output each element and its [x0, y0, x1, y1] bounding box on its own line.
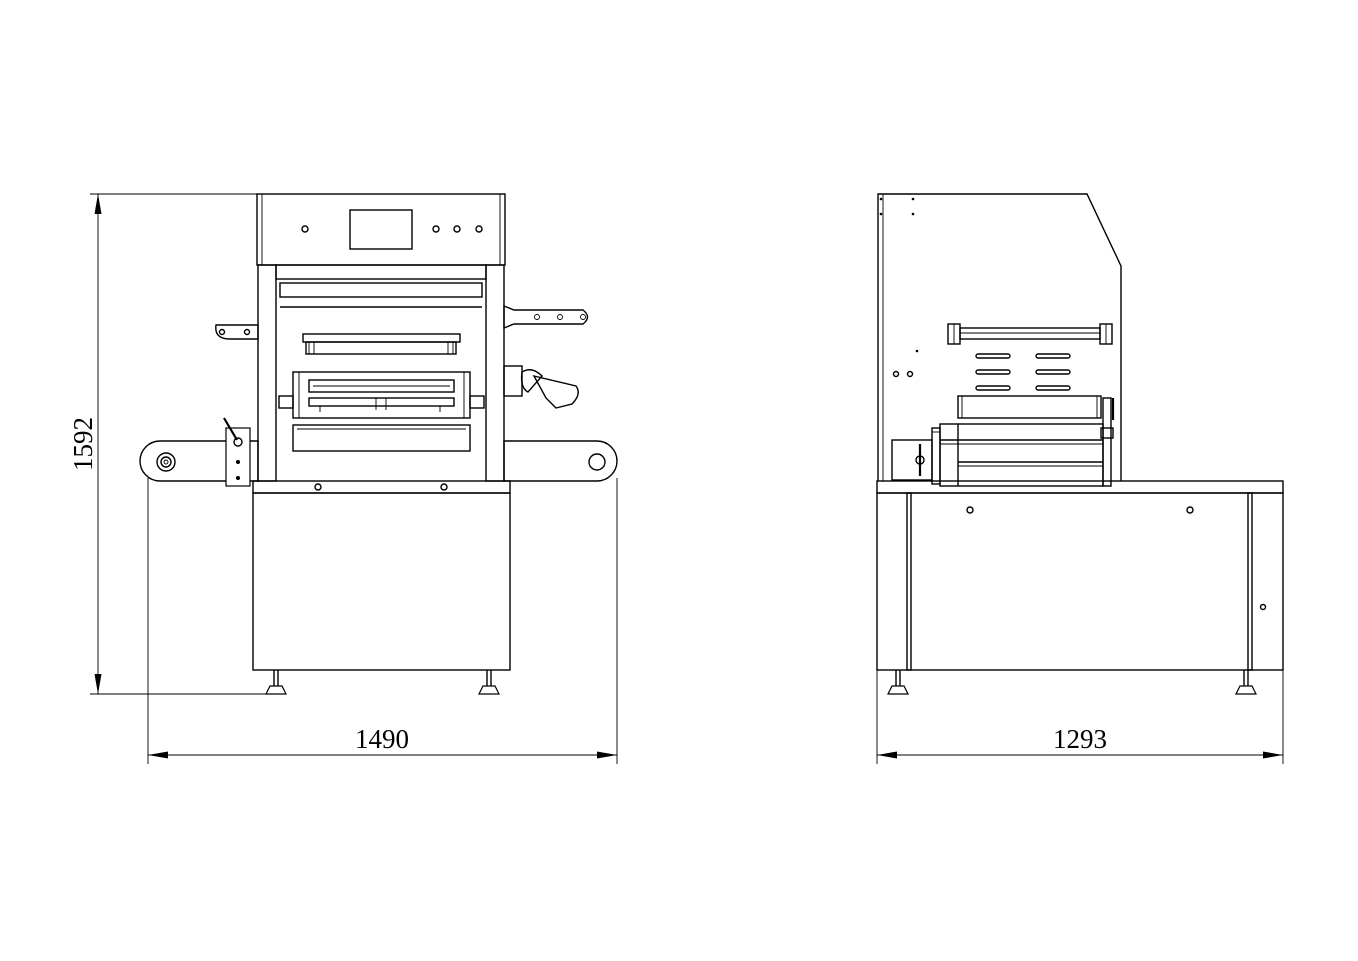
- side-view: 1293: [876, 193, 1284, 764]
- front-right-bracket: [503, 304, 589, 330]
- front-left-bracket: [215, 324, 259, 340]
- front-film-arm: [139, 440, 618, 482]
- front-base-cabinet: [252, 492, 511, 671]
- side-sealing-mechanism: [891, 395, 1115, 487]
- side-width-dimension-label: 1293: [1053, 724, 1107, 754]
- side-housing-screws: [879, 197, 919, 378]
- front-crank-handle: [223, 417, 251, 487]
- front-touch-screen: [349, 209, 413, 250]
- front-width-dimension-label: 1490: [355, 724, 409, 754]
- side-upper-housing: [877, 193, 1122, 481]
- side-vent-slots: [975, 353, 1071, 391]
- side-base-cabinet: [876, 492, 1284, 671]
- front-sealing-plate: [302, 333, 461, 355]
- front-lever-handle: [503, 365, 579, 409]
- front-table-top: [252, 480, 511, 494]
- side-width-dimension: 1293: [876, 670, 1284, 764]
- front-top-beam: [275, 264, 487, 280]
- height-dimension-label: 1592: [68, 417, 98, 471]
- front-view: 1592 1490: [68, 193, 618, 764]
- front-width-dimension: 1490: [147, 478, 618, 764]
- front-left-column: [257, 264, 277, 482]
- front-panel-buttons: [301, 225, 483, 233]
- front-lower-tray: [292, 424, 471, 452]
- side-film-roller: [947, 323, 1113, 345]
- front-height-dimension: 1592: [68, 193, 266, 695]
- side-feet: [887, 670, 1257, 695]
- front-feet: [265, 670, 500, 695]
- front-mould-tray: [278, 371, 485, 419]
- side-table-top: [876, 480, 1284, 494]
- front-right-column: [485, 264, 505, 482]
- front-control-panel: [256, 193, 506, 266]
